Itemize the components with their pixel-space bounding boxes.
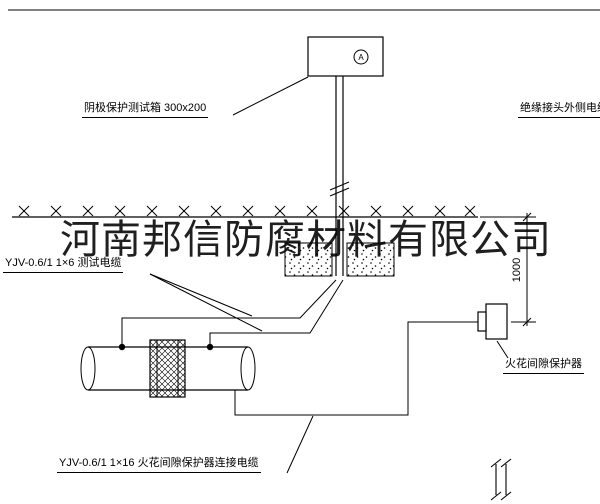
leader-spark-cable [286,415,314,474]
leader-test-box [232,76,309,116]
pipe-section-symbol [490,458,512,501]
label-spark-gap-protector: 火花间隙保护器 [503,358,584,374]
leader-lines [149,76,509,474]
test-cable-right [209,279,344,347]
pipeline [80,339,256,398]
leader-test-cable-2 [149,273,263,332]
spark-gap-cable [234,321,478,416]
dimension-text: 1000 [511,258,523,282]
leader-spark-device [496,340,509,359]
insulating-joint [149,339,186,398]
conduit-riser [329,76,350,276]
ground-line [12,205,478,218]
label-test-cable: YJV-0.6/1 1×6 测试电缆 [3,257,124,273]
concrete-blocks [284,242,395,277]
label-spark-gap-cable: YJV-0.6/1 1×16 火花间隙保护器连接电缆 [57,457,261,473]
test-box: A [307,36,384,77]
meter-letter: A [358,53,364,62]
spark-gap-device [477,303,508,340]
cables [121,279,478,416]
label-outer-cable: 绝缘接头外侧电缆 [518,102,600,118]
test-cable-left [121,279,337,347]
dimension-1000: 1000 [480,212,536,327]
leader-test-cable-1 [149,273,253,317]
label-test-box: 阴极保护测试箱 300x200 [82,102,209,118]
